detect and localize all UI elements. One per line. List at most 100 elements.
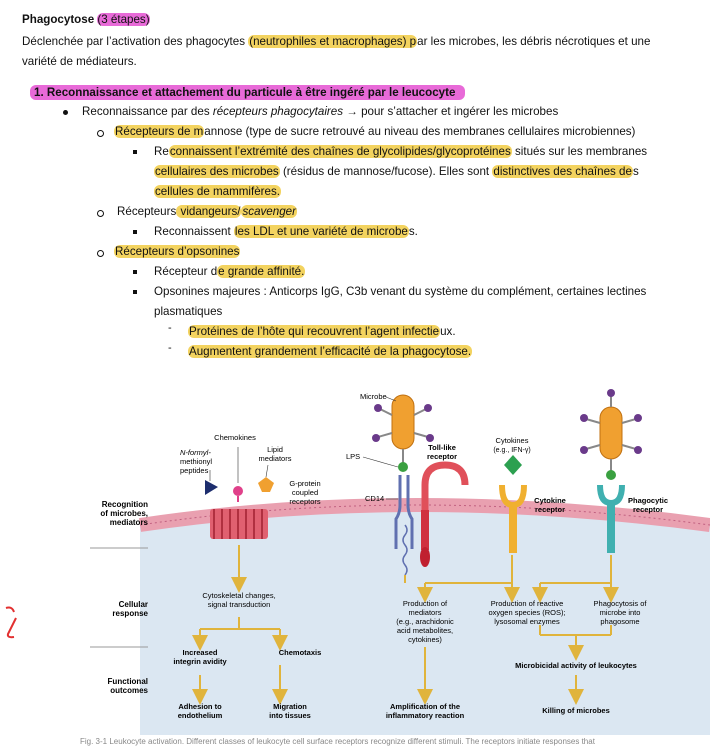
cell-cytoplasm	[140, 505, 710, 735]
label-nformyl: N-formyl-	[180, 448, 211, 457]
nformyl-peptide-ligand	[205, 480, 218, 495]
text-microbicidal: Microbicidal activity of leukocytes	[515, 661, 637, 670]
row-label-functional: Functional	[108, 677, 148, 686]
label-gprotein: G-protein	[289, 479, 320, 488]
text-mediators-2: mediators	[409, 608, 442, 617]
text-ros: Production of reactive	[491, 599, 564, 608]
label-cytokines: Cytokines	[496, 436, 529, 445]
cytokine-receptor	[499, 455, 527, 553]
row-label-recognition: Recognition	[102, 500, 148, 509]
dash-bullet: -	[168, 322, 172, 334]
leader-line	[362, 456, 399, 468]
highlight: vidangeurs/	[176, 205, 242, 218]
figure-caption: Fig. 3-1 Leukocyte activation. Different…	[80, 737, 595, 746]
phagocytic-receptor	[597, 484, 625, 553]
text-adhesion: Adhesion to	[178, 702, 222, 711]
highlight: les LDL et une variété de microbe	[233, 225, 409, 238]
highlight: cellulaires des microbes	[154, 165, 280, 178]
cd14-tail	[402, 524, 408, 576]
label-cytokine-receptor-2: receptor	[535, 505, 565, 514]
label-cd14: CD14	[365, 494, 384, 503]
row-label-functional-2: outcomes	[110, 686, 148, 695]
text-mediators-4: acid metabolites,	[397, 626, 453, 635]
text-phagocytosis-2: microbe into	[600, 608, 641, 617]
highlight: Augmentent grandement l’efficacité de la…	[188, 345, 473, 358]
intro-text-end: ar les microbes, les débris nécrotiques …	[417, 35, 651, 48]
intro-highlight: (neutrophiles et macrophages) p	[248, 35, 418, 48]
text-migration-2: into tissues	[269, 711, 311, 720]
toll-like-receptor	[420, 461, 469, 567]
gpcr-receptor	[210, 509, 268, 539]
row-label-cellular: Cellular	[119, 600, 148, 609]
label-nformyl-3: peptides	[180, 466, 209, 475]
opsonin-sub-line-2: Opsonines majeures : Anticorps IgG, C3b …	[154, 285, 647, 298]
text-italic: récepteurs phagocytaires	[212, 105, 344, 118]
label-phagocytic-receptor: Phagocytic	[628, 496, 668, 505]
highlight: Récepteurs d’opsonines	[114, 245, 241, 258]
text: Re	[154, 145, 169, 158]
row-label-recognition-2: of microbes,	[100, 509, 148, 518]
text-mediators: Production of	[403, 599, 448, 608]
text-mediators-3: (e.g., arachidonic	[396, 617, 454, 626]
highlight: e grande affinité.	[217, 265, 306, 278]
bullet-circle	[97, 130, 104, 137]
lipid-mediator-ligand	[258, 477, 274, 492]
dash-bullet: -	[168, 342, 172, 354]
text: s.	[408, 225, 418, 238]
highlight: distinctives des chaînes de	[492, 165, 633, 178]
bullet-circle	[97, 210, 104, 217]
text: Reconnaissent	[154, 225, 234, 238]
text-chemotaxis: Chemotaxis	[279, 648, 322, 657]
text-adhesion-2: endothelium	[178, 711, 223, 720]
text-ros-3: lysosomal enzymes	[494, 617, 560, 626]
highlight: Récepteurs de m	[114, 125, 205, 138]
microbe-center	[372, 394, 434, 472]
bullet-square	[133, 270, 137, 274]
highlight: connaissent l’extrémité des chaînes de g…	[168, 145, 512, 158]
opsonin-detail-2: Augmentent grandement l’efficacité de la…	[188, 345, 473, 359]
text: Reconnaissance par des	[82, 105, 213, 118]
doc-title: Phagocytose (3 étapes)	[22, 13, 150, 27]
opsonin-sub-line-3: plasmatiques	[154, 305, 223, 318]
label-gprotein-2: coupled	[292, 488, 318, 497]
mannose-sub-line-3: cellules de mammifères.	[154, 185, 281, 199]
text-integrin: Increased	[182, 648, 217, 657]
text: annose (type de sucre retrouvé au niveau…	[204, 125, 636, 138]
text-mediators-5: cytokines)	[408, 635, 442, 644]
label-gprotein-3: receptors	[289, 497, 321, 506]
bullet-square	[133, 150, 137, 154]
text-amplification-2: inflammatory reaction	[386, 711, 465, 720]
text: Récepteur d	[154, 265, 218, 278]
label-lipid: Lipid	[267, 445, 283, 454]
text: Récepteurs	[117, 205, 177, 218]
cd14-receptor	[394, 475, 402, 549]
signal-arrows	[192, 545, 619, 705]
row-label-recognition-3: mediators	[110, 518, 149, 527]
opsonin-detail-1: Protéines de l’hôte qui recouvrent l’age…	[188, 325, 456, 339]
label-microbe: Microbe	[360, 392, 387, 401]
scavenger-sub-line: Reconnaissent les LDL et une variété de …	[154, 225, 418, 239]
label-chemokines: Chemokines	[214, 433, 256, 442]
mannose-sub-line-2: cellulaires des microbes (résidus de man…	[154, 165, 639, 179]
text: → pour s’attacher et ingérer les microbe…	[343, 105, 559, 118]
text: situés sur les membranes	[511, 145, 648, 158]
cd14-receptor-arm	[406, 475, 414, 549]
bullet-square	[133, 290, 137, 294]
intro-line-1: Déclenchée par l’activation des phagocyt…	[22, 35, 650, 49]
mannose-receptor-line: Récepteurs de mannose (type de sucre ret…	[114, 125, 635, 139]
label-lipid-2: mediators	[259, 454, 292, 463]
label-toll-2: receptor	[427, 452, 457, 461]
title-highlight: (3 étapes)	[97, 13, 150, 26]
text-amplification: Amplification of the	[390, 702, 460, 711]
red-pen-mark	[5, 606, 17, 639]
bullet-circle	[97, 250, 104, 257]
text-ros-2: oxygen species (ROS);	[488, 608, 565, 617]
text-killing: Killing of microbes	[542, 706, 610, 715]
label-phagocytic-receptor-2: receptor	[633, 505, 663, 514]
text-migration: Migration	[273, 702, 307, 711]
leader-line	[385, 396, 397, 402]
text: ux.	[440, 325, 456, 338]
label-cytokine-receptor: Cytokine	[534, 496, 566, 505]
label-toll: Toll-like	[428, 443, 456, 452]
bullet-dot	[63, 110, 68, 115]
